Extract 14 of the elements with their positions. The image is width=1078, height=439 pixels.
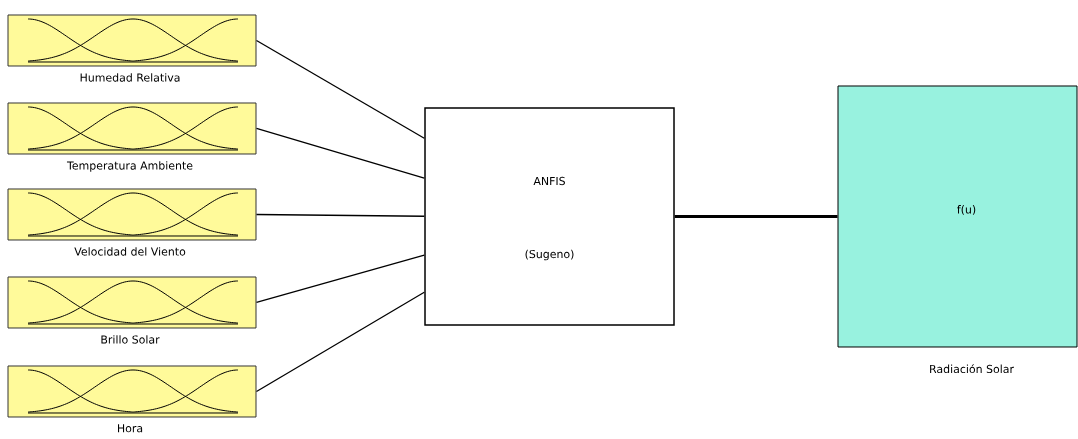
output-label: Radiación Solar: [930, 364, 1014, 374]
connector-line: [255, 127, 425, 179]
connector-line: [674, 214, 838, 219]
process-box: ANFIS (Sugeno): [424, 107, 675, 326]
connector-line: [255, 213, 425, 217]
connector-line: [255, 39, 425, 139]
input-label: Humedad Relativa: [80, 73, 180, 82]
input-label: Brillo Solar: [101, 335, 160, 344]
connector-line: [255, 254, 425, 304]
input-label: Velocidad del Viento: [74, 247, 186, 256]
input-label: Hora: [118, 424, 143, 433]
input-label: Temperatura Ambiente: [66, 161, 193, 172]
output-box: f(u): [837, 85, 1078, 348]
connector-line: [255, 291, 425, 393]
